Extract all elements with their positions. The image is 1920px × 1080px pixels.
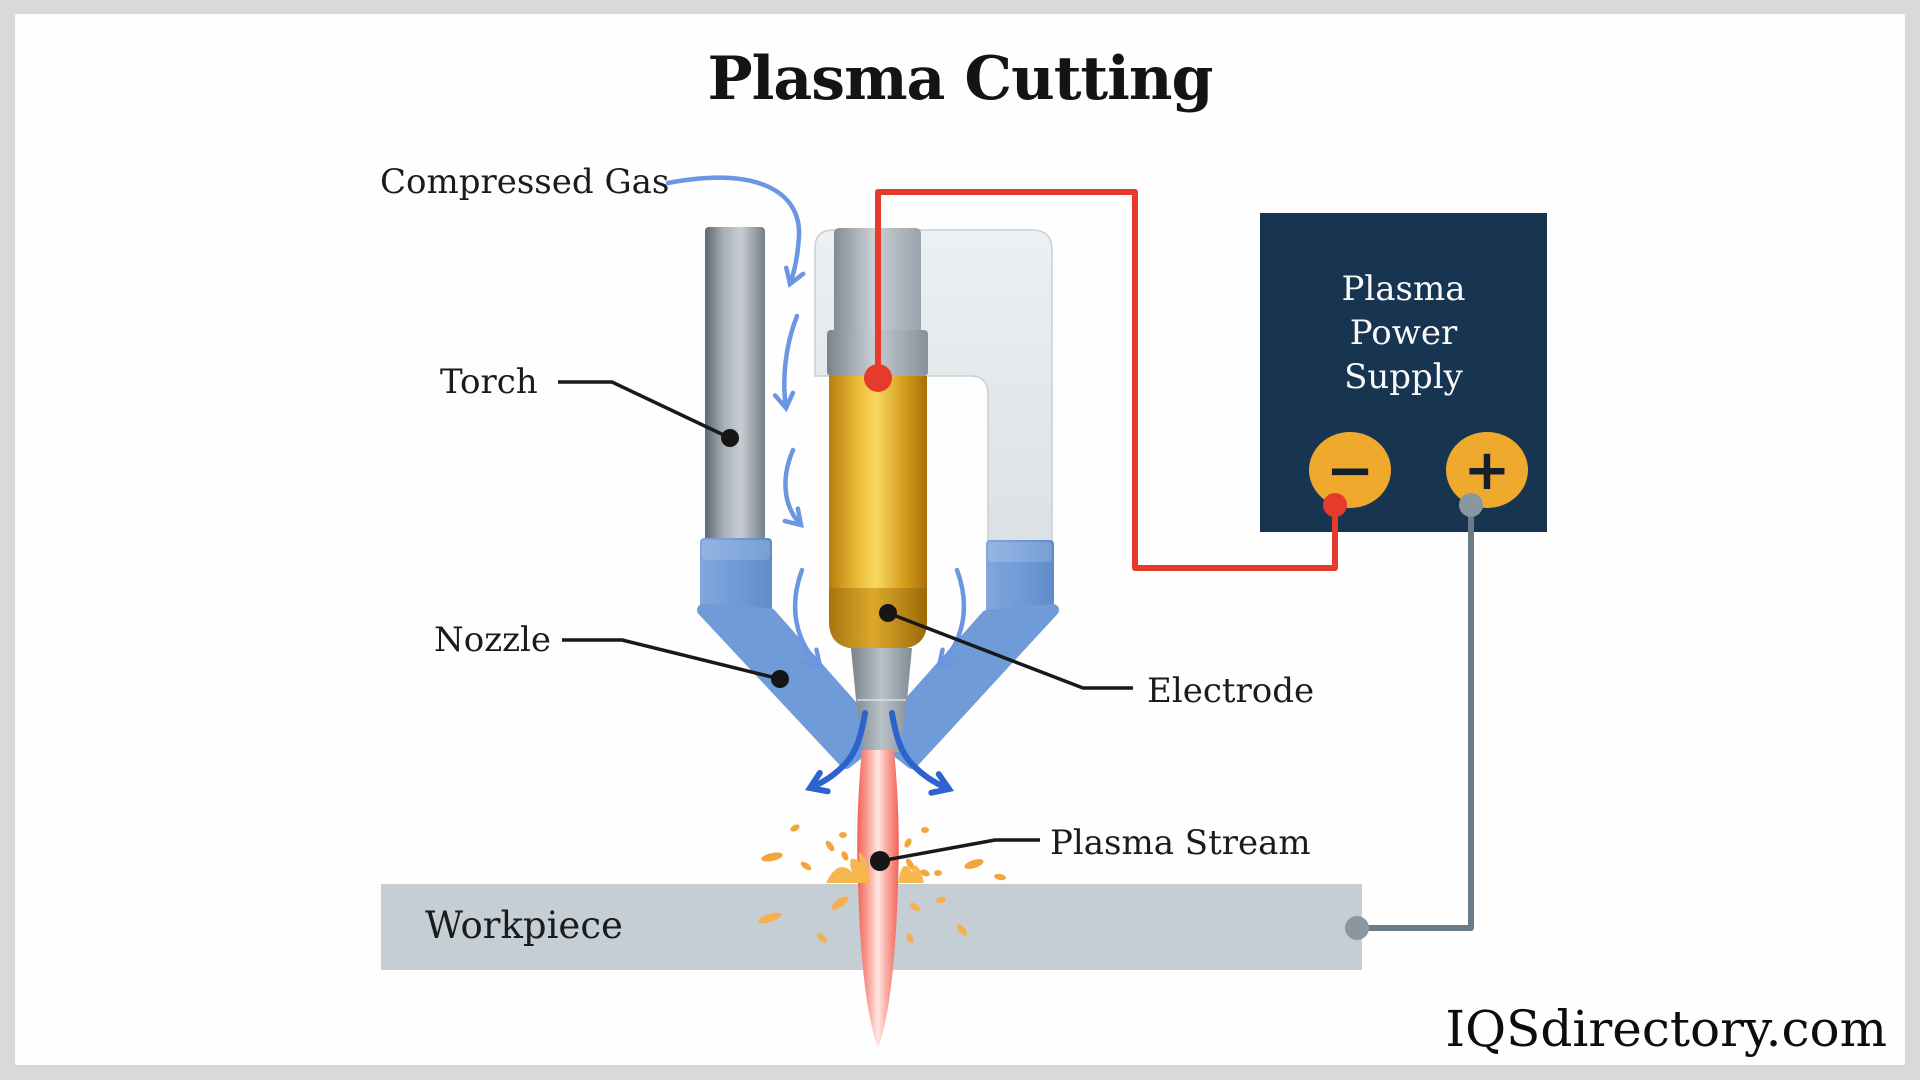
page-title: Plasma Cutting [707, 44, 1214, 114]
compressed-gas-label: Compressed Gas [380, 162, 670, 202]
ground-wire [1345, 493, 1483, 940]
torch-tube [705, 227, 765, 543]
electrode-wire-connection-dot [864, 364, 892, 392]
plasma-power-supply-box: Plasma Power Supply − + [1260, 213, 1547, 532]
power-supply-label: Plasma Power Supply [1341, 269, 1466, 398]
leader-dots [721, 429, 897, 871]
nozzle-exit-arrows [805, 710, 955, 796]
electrode-body [829, 376, 927, 590]
gas-flow-arrows [665, 175, 967, 669]
torch-label: Torch [440, 362, 538, 402]
torch-leader [558, 380, 731, 440]
compressed-gas-arrow [665, 175, 806, 288]
plasma-stream-label: Plasma Stream [1050, 823, 1311, 863]
nozzle-label: Nozzle [434, 620, 552, 660]
negative-terminal-icon: − [1309, 432, 1391, 508]
nozzle-sleeves [697, 538, 1059, 769]
electrode-leader [887, 611, 1133, 690]
positive-terminal-icon: + [1446, 432, 1528, 508]
workpiece-bar: Workpiece [381, 884, 1362, 970]
leader-lines [558, 380, 1133, 863]
diagram-canvas: Plasma Power Supply − + Workpiece [15, 14, 1905, 1065]
electrode-label: Electrode [1147, 671, 1315, 711]
plasma-stream-leader [879, 838, 1040, 863]
nozzle-leader [562, 638, 781, 681]
torch-housing [814, 229, 1053, 543]
watermark: IQSdirectory.com [1445, 1000, 1887, 1058]
electrode-lower-band [829, 588, 927, 649]
electrode-collar [827, 330, 928, 376]
workpiece-label: Workpiece [425, 904, 623, 947]
electrode-cap [834, 228, 921, 330]
nozzle-tip [851, 648, 912, 752]
torch-assembly [697, 227, 1059, 769]
